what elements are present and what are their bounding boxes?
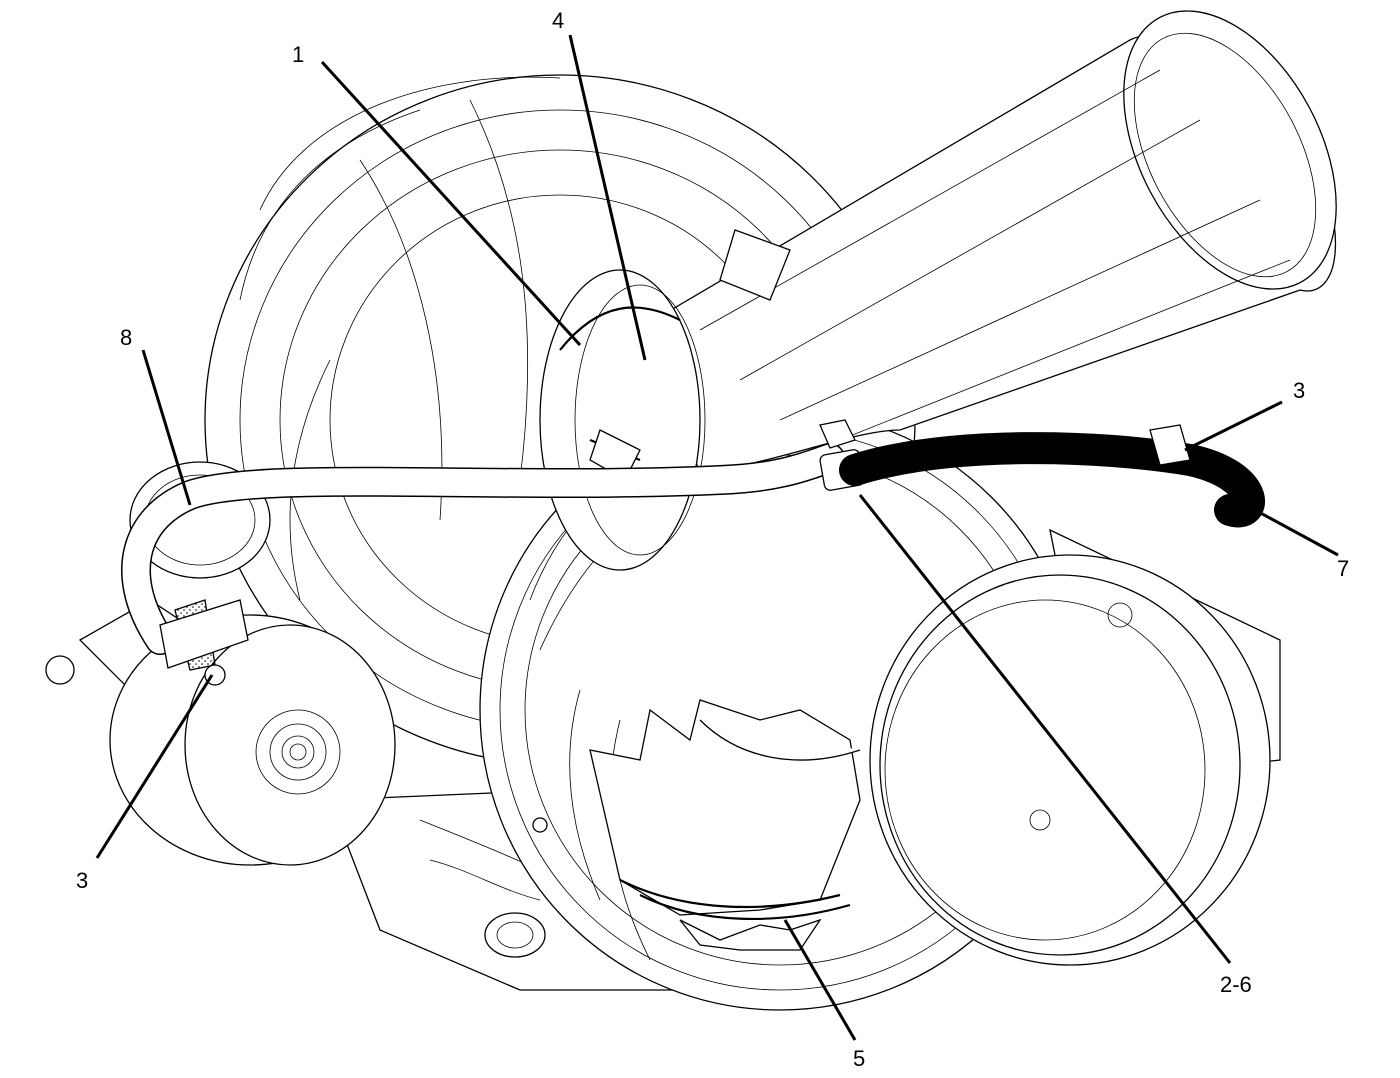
leader-3-left	[95, 674, 214, 859]
leader-2-6	[858, 494, 1232, 964]
callout-2-6: 2-6	[1220, 972, 1252, 997]
callout-3-right: 3	[1293, 378, 1305, 403]
leader-4	[568, 34, 647, 361]
leader-5	[783, 919, 857, 1041]
callout-5: 5	[853, 1046, 865, 1071]
callout-8: 8	[120, 325, 132, 350]
callout-7: 7	[1337, 556, 1349, 581]
wastegate-actuator	[45, 599, 396, 866]
cutaway-section	[589, 699, 861, 951]
callout-4: 4	[552, 8, 564, 33]
leader-8	[141, 349, 192, 506]
leader-7	[1254, 508, 1339, 557]
callout-3-left: 3	[76, 868, 88, 893]
callout-1: 1	[292, 42, 304, 67]
leader-1	[320, 60, 582, 347]
callout-labels: 1 4 8 3 7 3 2-6 5	[76, 8, 1349, 1071]
leader-3-right	[1184, 400, 1283, 452]
bolt-icon	[532, 817, 548, 833]
compressor-inlet-pipe	[619, 10, 1337, 471]
oil-line	[121, 419, 1265, 686]
leader-lines	[95, 34, 1339, 1041]
